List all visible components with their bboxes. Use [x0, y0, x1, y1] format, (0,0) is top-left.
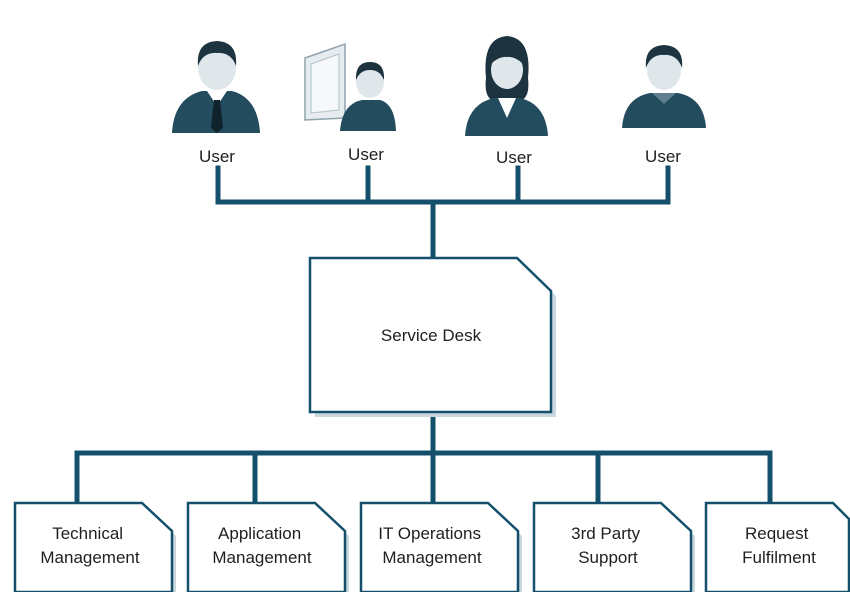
- support-group-label-line: Application: [218, 524, 301, 543]
- user-label: User: [645, 147, 681, 166]
- support-group-label-line: Management: [382, 548, 482, 567]
- service-desk-box: Service Desk: [308, 256, 556, 417]
- support-group-label-line: Support: [578, 548, 638, 567]
- businessman-icon: [172, 41, 260, 133]
- businesswoman-icon: [465, 36, 548, 136]
- user-4: User: [622, 45, 706, 166]
- support-group-label-line: 3rd Party: [571, 524, 640, 543]
- support-group-3: IT Operations Management: [359, 501, 522, 592]
- user-label: User: [199, 147, 235, 166]
- support-group-4: 3rd Party Support: [532, 501, 695, 592]
- service-desk-label: Service Desk: [381, 326, 482, 345]
- user-at-desk-icon: [304, 42, 396, 131]
- support-group-label-line: Technical: [52, 524, 123, 543]
- support-group-label: Application Management: [212, 524, 312, 567]
- support-group-label-line: IT Operations: [378, 524, 481, 543]
- casual-user-icon: [622, 45, 706, 128]
- user-3: User: [465, 36, 548, 167]
- support-group-1: Technical Management: [13, 501, 176, 592]
- user-label: User: [348, 145, 384, 164]
- support-group-5: Request Fulfilment: [704, 501, 850, 592]
- support-group-label: Technical Management: [40, 524, 140, 567]
- support-group-2: Application Management: [186, 501, 349, 592]
- support-group-label: Request Fulfilment: [742, 524, 816, 567]
- connectors: [74, 165, 773, 506]
- support-group-label: 3rd Party Support: [571, 524, 645, 567]
- support-group-label-line: Fulfilment: [742, 548, 816, 567]
- support-group-label-line: Request: [745, 524, 809, 543]
- user-label: User: [496, 148, 532, 167]
- user-1: User: [172, 41, 260, 166]
- support-group-label-line: Management: [212, 548, 312, 567]
- support-group-label-line: Management: [40, 548, 140, 567]
- support-group-label: IT Operations Management: [378, 524, 485, 567]
- user-2: User: [304, 42, 396, 164]
